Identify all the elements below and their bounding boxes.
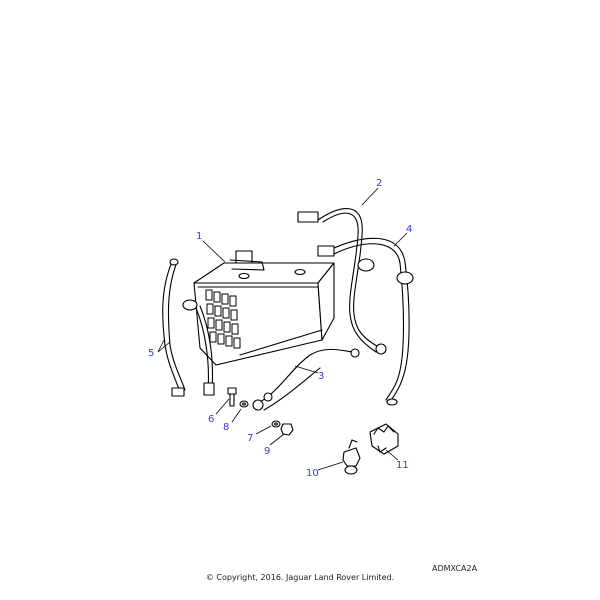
grommet: [182, 299, 198, 311]
washer-7: [271, 420, 281, 428]
callout-8: 8: [223, 422, 229, 433]
grommet: [357, 258, 375, 272]
cable-2: [297, 208, 387, 355]
nut-9: [280, 423, 294, 436]
cable-5: [162, 258, 186, 397]
terminal-cover: [235, 250, 253, 264]
grommet: [396, 271, 414, 285]
ring-terminal: [263, 392, 273, 402]
cable-2-clamp: [297, 211, 319, 223]
callout-6: 6: [208, 414, 214, 425]
copyright-text: © Copyright, 2016. Jaguar Land Rover Lim…: [205, 573, 395, 582]
battery: [193, 250, 335, 366]
callouts: 1 2 3 4 5 6 7 8 9 10 11: [148, 178, 412, 479]
lead-end: [203, 382, 215, 396]
ring-terminal: [252, 399, 264, 411]
ring-terminal: [350, 348, 360, 358]
cable-4-clamp: [317, 245, 335, 257]
callout-4: 4: [406, 224, 412, 235]
cable-4: [317, 237, 414, 406]
battery-post: [294, 268, 306, 276]
ring-terminal: [375, 343, 387, 355]
callout-3: 3: [318, 371, 324, 382]
callout-9: 9: [264, 446, 270, 457]
cable-3: [252, 348, 360, 411]
callout-1: 1: [196, 231, 202, 242]
cable-5-end: [171, 387, 185, 397]
cable-5-end: [169, 258, 179, 266]
diagram-code: ADMXCA2A: [432, 564, 478, 573]
cable-4-end: [386, 398, 398, 406]
battery-lead: [182, 299, 215, 396]
callout-7: 7: [247, 433, 253, 444]
terminal-cover-10: [342, 439, 361, 475]
leader-lines: [157, 187, 408, 471]
clip-11: [369, 423, 399, 455]
callout-5: 5: [148, 348, 154, 359]
callout-2: 2: [376, 178, 382, 189]
battery-cells: [205, 289, 241, 349]
callout-10: 10: [306, 468, 319, 479]
battery-post: [238, 272, 250, 280]
washer-8: [239, 400, 249, 408]
bolt-6: [227, 387, 237, 407]
callout-11: 11: [396, 460, 409, 471]
